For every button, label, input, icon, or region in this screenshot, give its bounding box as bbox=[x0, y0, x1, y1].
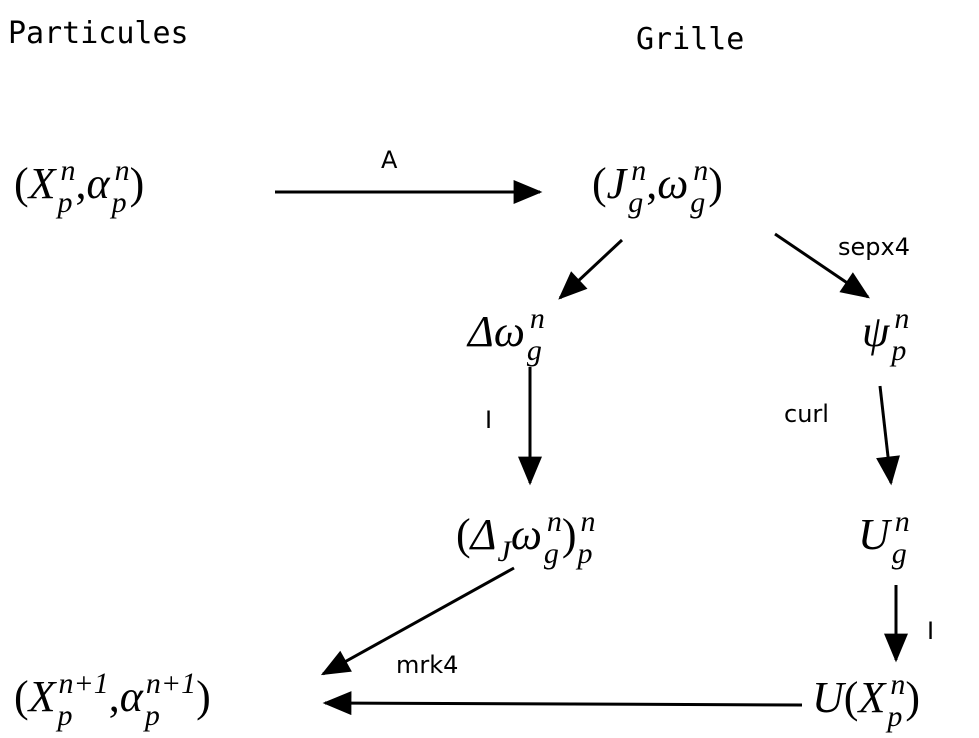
node-laplacian-omega: Δωgn bbox=[466, 302, 545, 367]
edge-solve-arrow bbox=[774, 232, 870, 299]
node-particles-n1: (Xpn+1,αpn+1) bbox=[14, 667, 211, 732]
edge-label-solve: sepx4 bbox=[838, 233, 910, 261]
edge-diagonal-arrow bbox=[320, 566, 515, 676]
node-velocity-particles: U(Xpn) bbox=[812, 668, 920, 733]
header-grid: Grille bbox=[636, 22, 744, 57]
edge-advance-arrow bbox=[322, 691, 803, 716]
edge-label-interp-left: I bbox=[485, 406, 492, 434]
node-interp-laplacian: (ΔJωgn)pn bbox=[456, 505, 596, 570]
node-velocity-grid: Ugn bbox=[858, 505, 910, 570]
node-psi: ψpn bbox=[862, 302, 909, 367]
edge-curl-arrow bbox=[876, 385, 900, 486]
edge-label-assign: A bbox=[381, 146, 398, 174]
header-particles: Particules bbox=[8, 16, 189, 51]
edge-laplacian-arrow bbox=[558, 238, 624, 300]
edge-label-curl: curl bbox=[784, 400, 829, 428]
node-particles-n: (Xpn,αpn) bbox=[14, 154, 144, 219]
edge-label-advance: mrk4 bbox=[396, 651, 458, 679]
edge-label-interp-right: I bbox=[927, 617, 934, 645]
node-grid-j-omega: (Jgn,ωgn) bbox=[592, 154, 723, 219]
